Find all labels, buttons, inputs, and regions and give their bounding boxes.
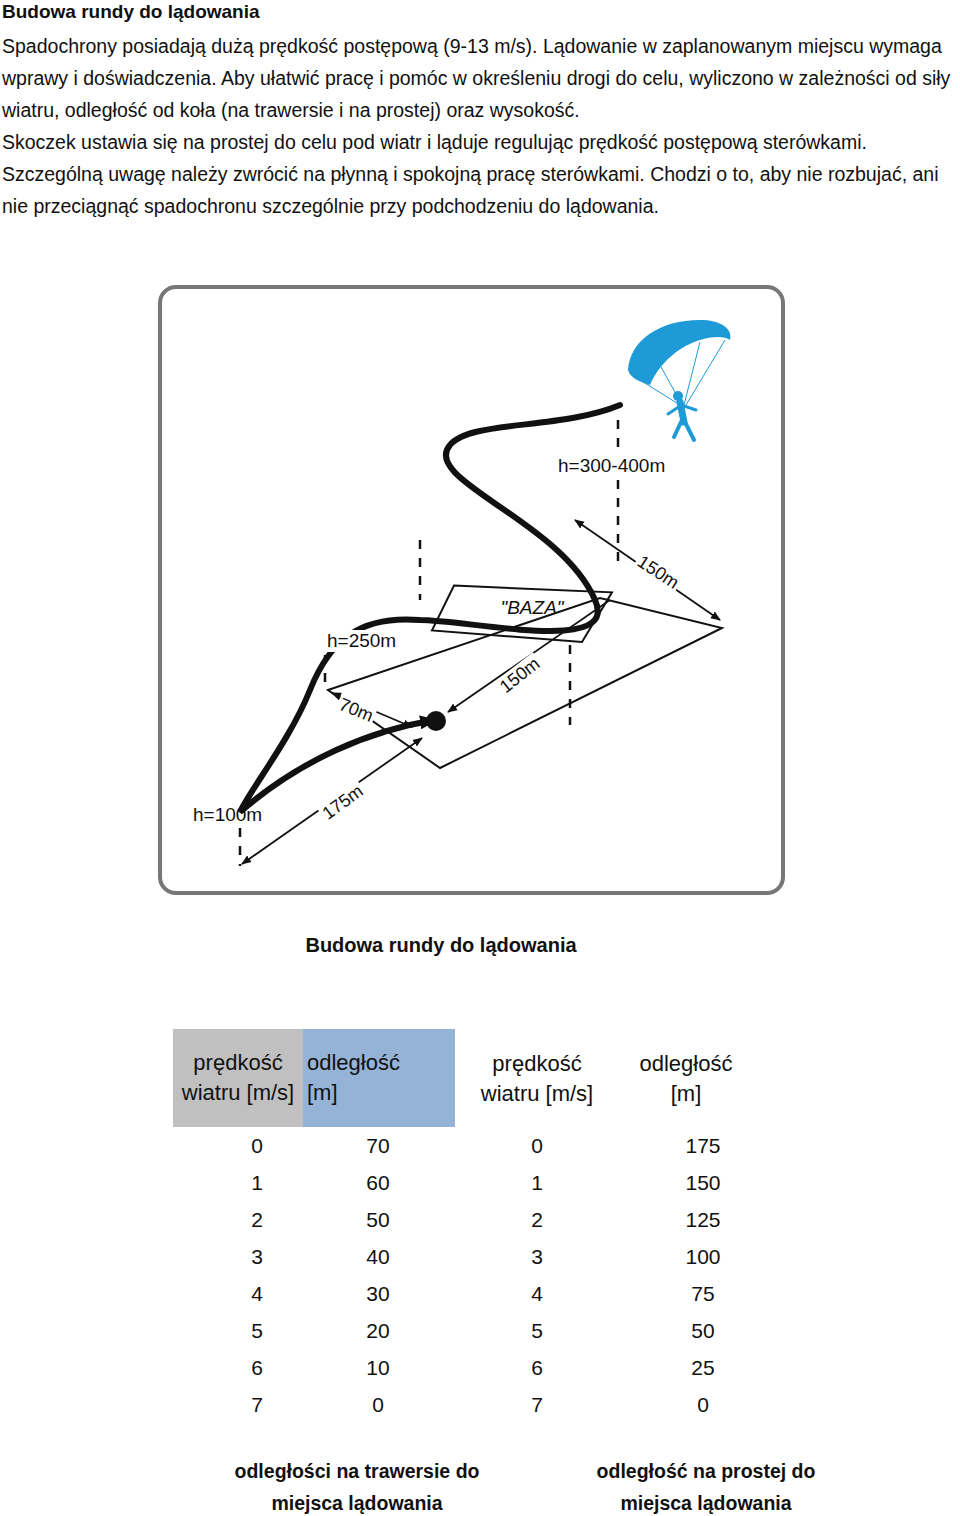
node-text: "BAZA": [500, 597, 563, 619]
figure-caption: Budowa rundy do lądowania: [305, 934, 576, 957]
table-cell: 1: [251, 1171, 263, 1195]
table-cell: 125: [685, 1208, 720, 1232]
table-cell: 2: [251, 1208, 263, 1232]
table-cell: 175: [685, 1134, 720, 1158]
table-cell: 10: [366, 1356, 389, 1380]
table-header: prędkość wiatru [m/s]: [462, 1049, 612, 1109]
table-cell: 5: [531, 1319, 543, 1343]
table-cell: 0: [697, 1393, 709, 1417]
dimension-label: h=100m: [193, 804, 262, 826]
dimension-label: h=300-400m: [556, 455, 667, 477]
table-header: odległość [m]: [630, 1049, 742, 1109]
table-note: odległość na prostej do miejsca lądowani…: [576, 1455, 836, 1516]
table-cell: 3: [251, 1245, 263, 1269]
header-cell: odległość [m]: [303, 1029, 455, 1127]
table-cell: 30: [366, 1282, 389, 1306]
table-cell: 40: [366, 1245, 389, 1269]
table-cell: 60: [366, 1171, 389, 1195]
table-cell: 7: [531, 1393, 543, 1417]
table-cell: 6: [531, 1356, 543, 1380]
table-cell: 70: [366, 1134, 389, 1158]
table-cell: 4: [251, 1282, 263, 1306]
table-cell: 6: [251, 1356, 263, 1380]
table-cell: 150: [685, 1171, 720, 1195]
table-cell: 4: [531, 1282, 543, 1306]
dimension-label: h=250m: [325, 630, 398, 652]
table-cell: 0: [251, 1134, 263, 1158]
body-paragraph: Spadochrony posiadają dużą prędkość post…: [2, 30, 952, 126]
node-text: prędkość wiatru [m/s]: [179, 1048, 297, 1108]
table-cell: 25: [691, 1356, 714, 1380]
table-note: odległości na trawersie do miejsca lądow…: [217, 1455, 497, 1516]
page-title: Budowa rundy do lądowania: [2, 0, 260, 24]
table-cell: 50: [366, 1208, 389, 1232]
table-cell: 0: [372, 1393, 384, 1417]
table-cell: 75: [691, 1282, 714, 1306]
table-cell: 2: [531, 1208, 543, 1232]
header-cell: prędkość wiatru [m/s]: [173, 1029, 303, 1127]
table-cell: 7: [251, 1393, 263, 1417]
table-cell: 3: [531, 1245, 543, 1269]
table-cell: 5: [251, 1319, 263, 1343]
table-cell: 100: [685, 1245, 720, 1269]
table-cell: 1: [531, 1171, 543, 1195]
base-area: "BAZA": [462, 580, 602, 636]
table-cell: 0: [531, 1134, 543, 1158]
body-paragraph: Skoczek ustawia się na prostej do celu p…: [2, 126, 952, 222]
node-text: odległość [m]: [307, 1048, 421, 1108]
table-cell: 20: [366, 1319, 389, 1343]
table-cell: 50: [691, 1319, 714, 1343]
